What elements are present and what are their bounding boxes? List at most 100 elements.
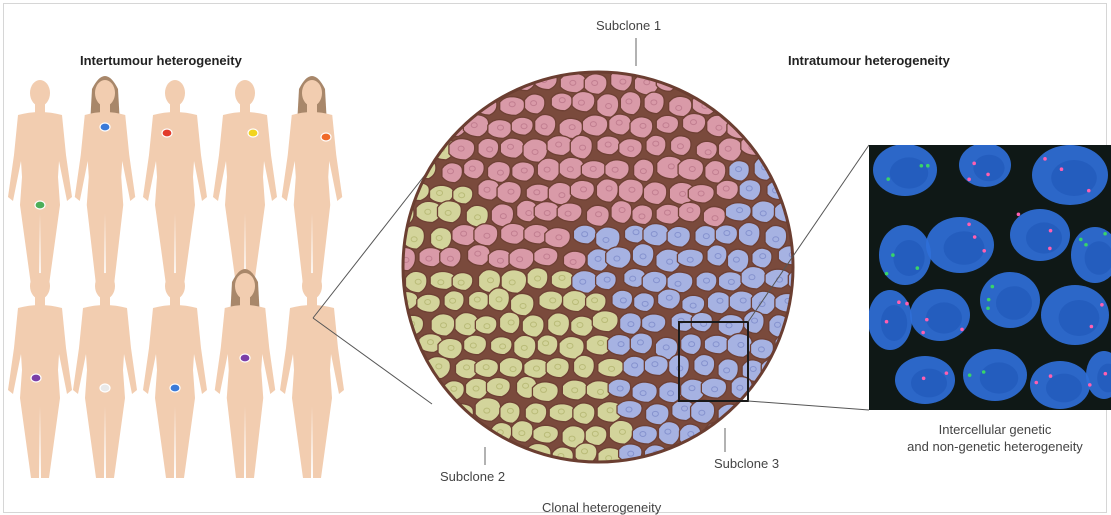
- tumour-cell: [417, 294, 441, 312]
- patient-figure: [8, 80, 72, 285]
- tumour-cell: [608, 379, 631, 397]
- tumour-cell: [453, 186, 473, 204]
- tumour-cell: [738, 222, 760, 246]
- fluorescence-micrograph: [868, 143, 1111, 410]
- tumour-cell: [514, 335, 536, 359]
- subclone-3-label: Subclone 3: [714, 456, 779, 471]
- tumour-cell: [419, 247, 442, 266]
- fish-signal-dot: [967, 222, 971, 226]
- fish-signal-dot: [1088, 383, 1092, 387]
- tumour-cell: [715, 225, 737, 245]
- fish-signal-dot: [968, 373, 972, 377]
- tumour-cell: [546, 358, 569, 378]
- fish-signal-dot: [960, 328, 964, 332]
- tumour-cell: [464, 335, 487, 355]
- tumour-cell: [609, 420, 633, 444]
- tumour-cell: [646, 135, 666, 156]
- tumour-cell: [688, 184, 714, 203]
- tumour-lesion-marker: [35, 201, 45, 209]
- subclone-1-label: Subclone 1: [596, 18, 661, 33]
- tumour-cell: [670, 136, 691, 156]
- fish-signal-dot: [1100, 303, 1104, 307]
- fish-signal-dot: [982, 370, 986, 374]
- fish-signal-dot: [922, 377, 926, 381]
- tumour-cell: [551, 93, 572, 111]
- tumour-cell: [452, 272, 473, 290]
- tumour-cell: [535, 114, 556, 136]
- tumour-cell: [534, 247, 558, 266]
- tumour-cell: [679, 202, 701, 222]
- tumour-cell: [596, 271, 617, 289]
- tumour-cell: [765, 225, 787, 249]
- micrograph-caption-line2: and non-genetic heterogeneity: [880, 439, 1110, 454]
- tumour-cell: [656, 115, 678, 133]
- tumour-cell: [539, 291, 563, 310]
- tumour-cell: [694, 354, 715, 376]
- tumour-cell: [475, 398, 501, 422]
- tumour-cell: [718, 359, 738, 381]
- tumour-cell: [620, 313, 642, 335]
- tumour-cell: [500, 138, 524, 158]
- tumour-cell: [468, 244, 491, 265]
- fish-signal-dot: [967, 178, 971, 182]
- tumour-cell: [617, 400, 642, 418]
- tumour-cell: [630, 117, 653, 138]
- tumour-cell: [465, 378, 488, 399]
- tumour-cell: [584, 74, 607, 95]
- tumour-cell: [598, 358, 624, 377]
- tumour-cell: [442, 163, 463, 183]
- cell-nucleus: [522, 79, 528, 84]
- tumour-cell: [500, 97, 525, 116]
- fish-signal-dot: [991, 285, 995, 289]
- fish-signal-dot: [905, 302, 909, 306]
- tumour-cell: [706, 422, 727, 442]
- tumour-cell: [499, 312, 519, 334]
- tumour-lesion-marker: [100, 123, 110, 131]
- tumour-cell: [437, 201, 461, 223]
- tumour-cell: [511, 117, 533, 135]
- fish-signal-dot: [972, 162, 976, 166]
- tumour-cell: [488, 119, 512, 138]
- tumour-cell: [478, 179, 500, 200]
- fish-signal-dot: [1104, 372, 1108, 376]
- tumour-cell: [557, 203, 582, 222]
- tumour-lesion-marker: [31, 374, 41, 382]
- tumour-cell: [431, 314, 455, 336]
- tumour-cell: [632, 205, 653, 225]
- cell-nucleus: [688, 82, 694, 87]
- tumour-cell: [731, 377, 752, 400]
- tumour-cell: [475, 359, 499, 378]
- tumour-cell: [718, 272, 742, 291]
- tumour-lesion-marker: [248, 129, 258, 137]
- tumour-cell: [704, 335, 729, 354]
- tumour-cell: [486, 377, 510, 396]
- tumour-cell: [597, 94, 619, 118]
- tumour-cell: [609, 114, 631, 135]
- tumour-cell: [682, 113, 705, 133]
- tumour-cell: [725, 203, 751, 221]
- fish-signal-dot: [891, 253, 895, 257]
- cell-nucleus: [771, 368, 777, 373]
- fish-signal-dot: [1087, 189, 1091, 193]
- tumour-cell: [623, 356, 645, 377]
- tumour-cell: [449, 138, 475, 160]
- tumour-cell: [490, 337, 512, 355]
- tumour-cell: [634, 293, 655, 312]
- tumour-cell: [570, 135, 592, 159]
- tumour-cell: [527, 268, 548, 289]
- cell-nucleus: [782, 343, 788, 348]
- tumour-lesion-marker: [162, 129, 172, 137]
- tumour-cell: [582, 115, 607, 136]
- patient-figure: [73, 273, 137, 478]
- patient-figure: [280, 273, 344, 478]
- fish-signal-dot: [986, 173, 990, 177]
- fish-signal-dot: [1043, 157, 1047, 161]
- tumour-cell: [669, 96, 692, 117]
- micrograph-caption-line1: Intercellular genetic: [880, 422, 1110, 437]
- tumour-cell: [667, 226, 690, 247]
- tumour-cell: [752, 201, 776, 223]
- patient-figure: [215, 269, 275, 478]
- tumour-cell: [509, 248, 534, 270]
- tumour-cell: [741, 266, 766, 289]
